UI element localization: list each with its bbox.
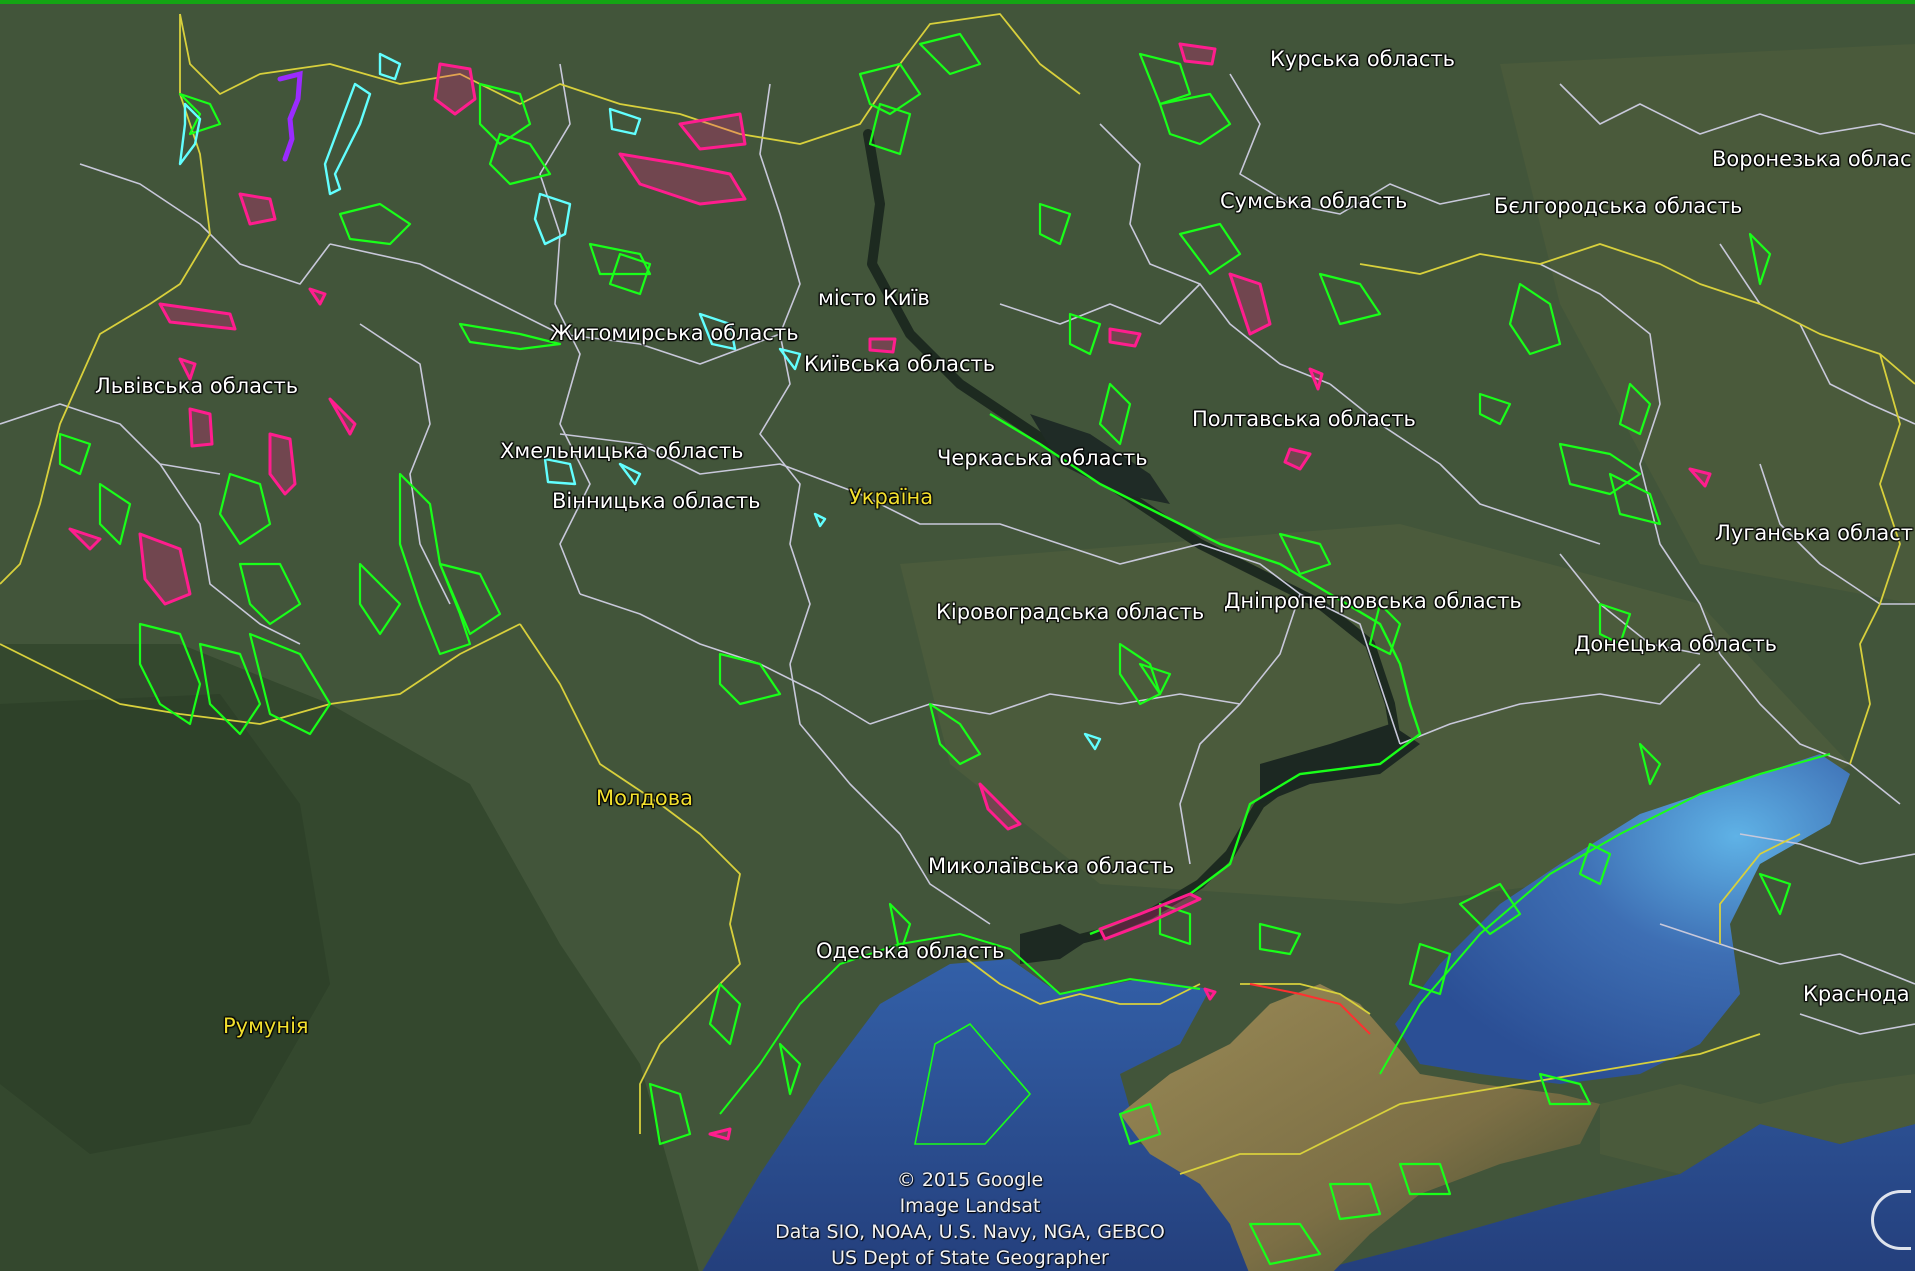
attribution-copyright: © 2015 Google <box>896 1169 1044 1191</box>
label-mykolaiv-oblast[interactable]: Миколаївська область <box>928 854 1175 878</box>
taman-land <box>1600 1074 1915 1174</box>
marine-protected-area <box>914 1022 1032 1145</box>
kakhovka-reservoir <box>1260 724 1420 804</box>
label-kyiv-oblast[interactable]: Київська область <box>804 352 996 376</box>
label-dnipropetrovsk-oblast[interactable]: Дніпропетровська область <box>1224 589 1522 613</box>
attribution-imagery: Image Landsat <box>899 1195 1041 1217</box>
label-odesa-oblast[interactable]: Одеська область <box>816 939 1005 963</box>
black-sea <box>702 959 1915 1271</box>
label-voronezh-oblast[interactable]: Воронезька облас <box>1712 147 1912 171</box>
dnieper-green-lining <box>989 412 1422 936</box>
admin-borders <box>0 63 1915 1035</box>
label-krasnodar[interactable]: Краснода <box>1803 982 1910 1006</box>
compass-icon[interactable] <box>1871 1190 1911 1250</box>
label-kirovohrad-oblast[interactable]: Кіровоградська область <box>936 600 1205 624</box>
kremenchuk-reservoir <box>1030 414 1170 504</box>
label-donetsk-oblast[interactable]: Донецька область <box>1574 632 1778 656</box>
label-sumy-oblast[interactable]: Сумська область <box>1220 189 1408 213</box>
attribution-geographer: US Dept of State Geographer <box>831 1247 1109 1269</box>
cyan-protected-areas <box>178 52 1102 751</box>
crimea-red-line <box>1249 983 1371 1035</box>
label-poltava-oblast[interactable]: Полтавська область <box>1192 407 1416 431</box>
label-vinnytsia-oblast[interactable]: Вінницька область <box>552 489 761 513</box>
label-kursk-oblast[interactable]: Курська область <box>1270 47 1456 71</box>
label-khmelnytskyi-oblast[interactable]: Хмельницька область <box>500 439 744 463</box>
dnieper-estuary <box>1020 924 1090 964</box>
label-luhansk-oblast[interactable]: Луганська област <box>1715 521 1913 545</box>
green-protected-areas <box>58 32 1792 1266</box>
crimea-peninsula <box>1120 984 1600 1271</box>
land-shading-steppe <box>900 524 1850 904</box>
label-cherkasy-oblast[interactable]: Черкаська область <box>937 446 1148 470</box>
magenta-protected-areas <box>68 42 1712 1141</box>
coast-green-lining <box>719 753 1831 1115</box>
label-moldova[interactable]: Молдова <box>596 786 694 810</box>
sea-of-azov <box>1395 754 1850 1084</box>
label-ukraine[interactable]: Україна <box>849 485 934 509</box>
label-kyiv-city[interactable]: місто Київ <box>818 286 930 310</box>
satellite-map[interactable] <box>0 4 1915 1271</box>
label-lviv-oblast[interactable]: Львівська область <box>95 374 299 398</box>
label-belgorod-oblast[interactable]: Бєлгородська область <box>1494 194 1743 218</box>
land-shading-carpathians <box>0 694 330 1154</box>
purple-protected-area <box>277 70 303 162</box>
land-shading-east <box>1500 44 1915 604</box>
attribution-data: Data SIO, NOAA, U.S. Navy, NGA, GEBCO <box>775 1221 1165 1243</box>
dnieper-river <box>863 129 1400 949</box>
label-romania[interactable]: Румунія <box>223 1014 309 1038</box>
label-zhytomyr-oblast[interactable]: Житомирська область <box>550 321 799 345</box>
map-attribution: © 2015 Google Image Landsat Data SIO, NO… <box>755 1167 1185 1271</box>
